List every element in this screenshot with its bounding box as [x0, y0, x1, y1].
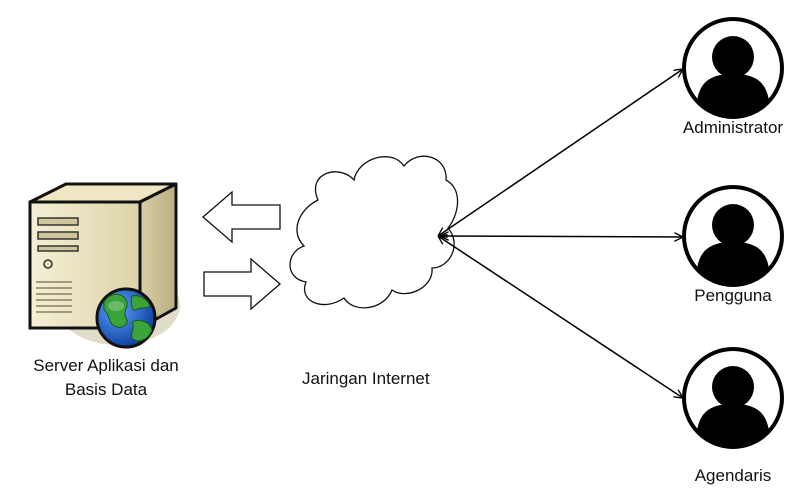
globe-land — [131, 319, 153, 342]
connectors — [438, 69, 683, 398]
power-button — [43, 259, 53, 269]
actor-label-administrator: Administrator — [682, 118, 784, 137]
server-label-line1: Server Aplikasi dan — [33, 356, 179, 375]
drive-bay — [37, 231, 79, 240]
hollow-arrow-left — [202, 190, 281, 244]
drive-bay — [37, 245, 79, 252]
network-label: Jaringan Internet — [302, 369, 430, 388]
hollow-arrow-right — [203, 257, 281, 311]
globe-icon — [95, 287, 157, 349]
cloud-icon — [289, 155, 459, 309]
connector-pengguna — [440, 236, 683, 237]
user-icon — [682, 347, 784, 449]
vent-grille — [36, 281, 72, 313]
user-icon — [682, 185, 784, 287]
globe-land — [130, 295, 151, 311]
globe-land — [103, 293, 128, 328]
connector-administrator — [438, 69, 683, 236]
actor-label-agendaris: Agendaris — [694, 466, 772, 485]
server-label-line2: Basis Data — [64, 380, 148, 399]
connector-agendaris — [438, 236, 683, 398]
actor-label-pengguna: Pengguna — [694, 286, 772, 305]
server-label: Server Aplikasi dan Basis Data — [0, 354, 212, 402]
drive-bay — [37, 217, 79, 226]
user-icon — [682, 17, 784, 119]
